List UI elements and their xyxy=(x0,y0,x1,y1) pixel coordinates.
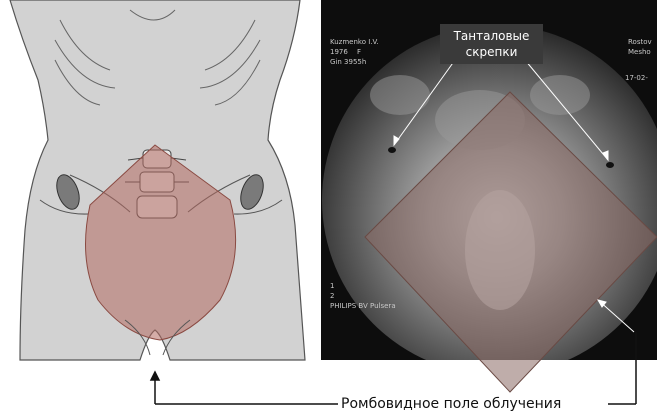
institution-line-1: Rostov xyxy=(628,38,652,46)
anatomical-illustration xyxy=(0,0,322,360)
exam-date: 17-02- xyxy=(625,74,648,82)
marker-2: 2 xyxy=(330,292,334,300)
right-tantalum-clip xyxy=(606,162,614,168)
institution-line-2: Mesho xyxy=(628,48,651,56)
patient-name: Kuzmenko I.V. xyxy=(330,38,379,46)
patient-id: Gin 3955h xyxy=(330,58,366,66)
tantalum-clips-label-line-2: скрепки xyxy=(440,44,543,60)
birth-year: 1976 xyxy=(330,48,348,56)
device-label: PHILIPS BV Pulsera xyxy=(330,302,396,310)
patient-sex: F xyxy=(357,48,361,56)
marker-1: 1 xyxy=(330,282,334,290)
tantalum-clips-label: Танталовые скрепки xyxy=(440,24,543,64)
tantalum-clips-label-line-1: Танталовые xyxy=(440,28,543,44)
left-tantalum-clip xyxy=(388,147,396,153)
rhomboid-field-caption: Ромбовидное поле облучения xyxy=(341,396,561,412)
